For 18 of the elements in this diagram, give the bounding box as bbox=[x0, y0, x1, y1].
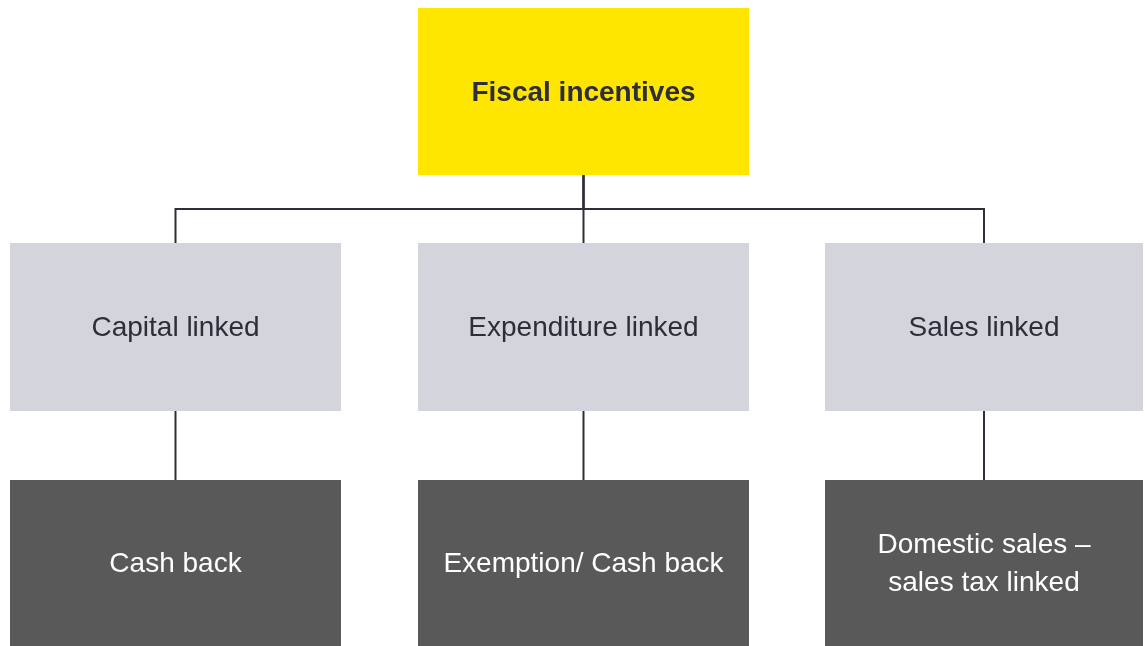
category-box bbox=[825, 480, 1143, 646]
box-label: Sales linked bbox=[908, 310, 1060, 345]
category-box bbox=[10, 243, 341, 411]
category-box bbox=[825, 243, 1143, 411]
connector-line bbox=[983, 410, 985, 481]
box-label: Capital linked bbox=[91, 310, 260, 345]
box-label: Expenditure linked bbox=[468, 310, 699, 345]
box-label: Fiscal incentives bbox=[471, 74, 696, 109]
box-label: Exemption/ Cash back bbox=[443, 546, 724, 581]
category-box bbox=[418, 480, 749, 646]
category-box bbox=[418, 243, 749, 411]
connector-line bbox=[174, 410, 177, 481]
box-label: Cash back bbox=[109, 546, 242, 581]
box-label: Domestic sales – sales tax linked bbox=[876, 527, 1092, 599]
category-box bbox=[10, 480, 341, 646]
connector-line bbox=[582, 410, 585, 481]
header-box bbox=[418, 8, 749, 175]
connector-line bbox=[582, 174, 985, 244]
